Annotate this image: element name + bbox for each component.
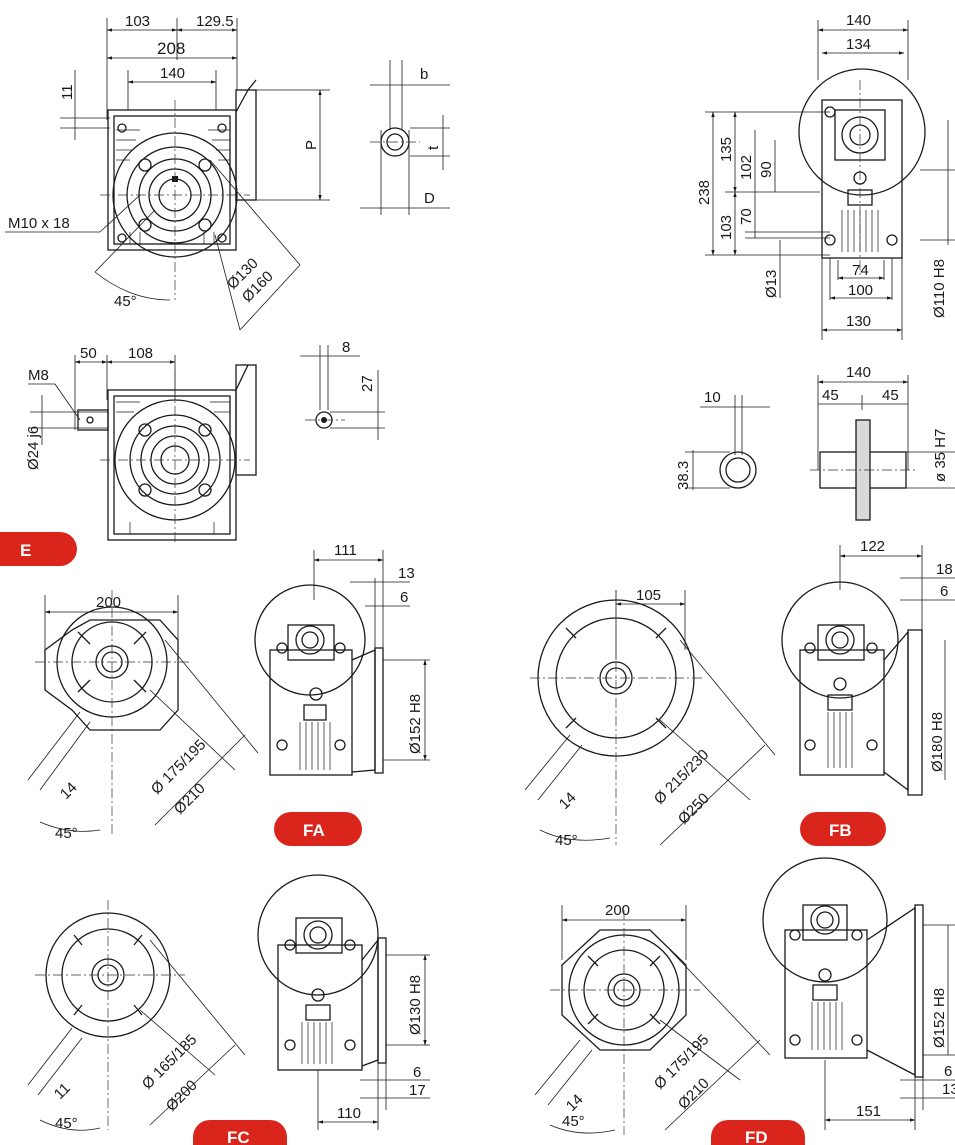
dim-27: 27 [359, 375, 376, 392]
dim-d13: Ø13 [763, 270, 780, 298]
fc-dim-6: 6 [413, 1064, 421, 1081]
fa-dim-d210: Ø210 [171, 780, 209, 818]
key-detail-e: b t D [360, 60, 450, 215]
dim-135: 135 [718, 137, 735, 162]
badge-fd: FD [711, 1120, 805, 1145]
dim-t: t [425, 145, 442, 150]
flange-fc: 11 45° Ø 165/185 Ø200 Ø130 H8 6 [27, 874, 430, 1132]
dim-90: 90 [758, 161, 775, 178]
badge-e-label: E [20, 541, 31, 560]
dim-129-5: 129.5 [196, 13, 234, 30]
badge-fd-label: FD [745, 1128, 768, 1145]
fc-angle-45: 45° [55, 1115, 78, 1132]
dim-45-a: 45 [822, 387, 839, 404]
dim-208: 208 [157, 39, 185, 58]
fb-dim-18: 18 [936, 561, 953, 578]
dim-130-side: 130 [846, 313, 871, 330]
fd-angle-45: 45° [562, 1113, 585, 1130]
fc-dim-11: 11 [51, 1080, 74, 1103]
dim-d: D [424, 190, 435, 207]
fd-dim-d210: Ø210 [675, 1075, 713, 1113]
fc-dim-17: 17 [409, 1082, 426, 1099]
fd-dim-13: 13 [942, 1081, 955, 1098]
dim-8: 8 [342, 339, 350, 356]
fb-dim-105: 105 [636, 587, 661, 604]
dim-10: 10 [704, 389, 721, 406]
dim-108: 108 [128, 345, 153, 362]
flange-fa: 200 14 45° Ø 175/195 Ø210 [27, 542, 430, 842]
dim-38-3: 38.3 [675, 461, 692, 490]
dim-thread-m10: M10 x 18 [8, 215, 70, 232]
fd-dim-6: 6 [944, 1063, 952, 1080]
dim-d110-h8: Ø110 H8 [931, 259, 948, 318]
flange-fb: 105 14 45° Ø 215/230 Ø250 [524, 538, 955, 849]
dim-74: 74 [852, 262, 869, 279]
badge-fb-label: FB [829, 821, 852, 840]
badge-fc-label: FC [227, 1128, 250, 1145]
view-e-front: 103 129.5 208 140 11 [5, 13, 330, 331]
dim-m8: M8 [28, 367, 49, 384]
dim-103: 103 [125, 13, 150, 30]
dim-134-side: 134 [846, 36, 871, 53]
fb-dim-d250: Ø250 [675, 790, 713, 828]
fb-dim-d180-h8: Ø180 H8 [929, 712, 946, 772]
dim-d24-j6: Ø24 j6 [25, 426, 42, 470]
fb-angle-45: 45° [555, 832, 578, 849]
badge-fb: FB [800, 812, 886, 846]
fa-dim-d152-h8: Ø152 H8 [407, 694, 424, 754]
key-detail-shaft: 8 27 [300, 339, 385, 440]
dim-102: 102 [738, 155, 755, 180]
badge-e: E [0, 532, 77, 566]
hollow-shaft-detail: 140 45 45 ø 35 H7 [810, 364, 955, 521]
badge-fa-label: FA [303, 821, 325, 840]
badge-fc: FC [193, 1120, 287, 1145]
fa-dim-14: 14 [57, 779, 81, 803]
fa-dim-6: 6 [400, 589, 408, 606]
dim-50: 50 [80, 345, 97, 362]
fd-dim-d152-h8: Ø152 H8 [931, 988, 948, 1048]
flange-fd: 200 14 45° Ø 175/195 Ø210 [534, 857, 955, 1135]
dim-p: P [303, 140, 320, 150]
dim-238: 238 [696, 180, 713, 205]
dim-11: 11 [59, 84, 76, 100]
dim-45-b: 45 [882, 387, 899, 404]
fa-dim-13: 13 [398, 565, 415, 582]
view-side: 140 134 238 135 102 90 103 [696, 12, 955, 340]
key-detail-bore: 10 38.3 [675, 389, 770, 490]
dim-103-side: 103 [718, 215, 735, 240]
view-e-shaft: 50 108 M8 Ø24 j6 [25, 345, 257, 545]
fd-dim-151: 151 [856, 1103, 881, 1120]
fc-dim-110: 110 [337, 1105, 361, 1122]
dim-b: b [420, 66, 428, 83]
dim-d35-h7: ø 35 H7 [932, 429, 949, 482]
fa-dim-111: 111 [334, 542, 357, 559]
fa-angle-45: 45° [55, 825, 78, 842]
fc-dim-d130-h8: Ø130 H8 [407, 975, 424, 1035]
dim-70: 70 [738, 208, 755, 225]
fb-dim-122: 122 [860, 538, 885, 555]
fd-dim-200: 200 [605, 902, 630, 919]
fb-dim-14: 14 [556, 789, 580, 813]
fd-dim-14: 14 [563, 1091, 587, 1115]
dim-140-hollow: 140 [846, 364, 871, 381]
angle-45: 45° [114, 293, 137, 310]
fb-dim-6: 6 [940, 583, 948, 600]
dim-100: 100 [848, 282, 873, 299]
badge-fa: FA [274, 812, 362, 846]
dim-140-side: 140 [846, 12, 871, 29]
dim-140: 140 [160, 65, 185, 82]
